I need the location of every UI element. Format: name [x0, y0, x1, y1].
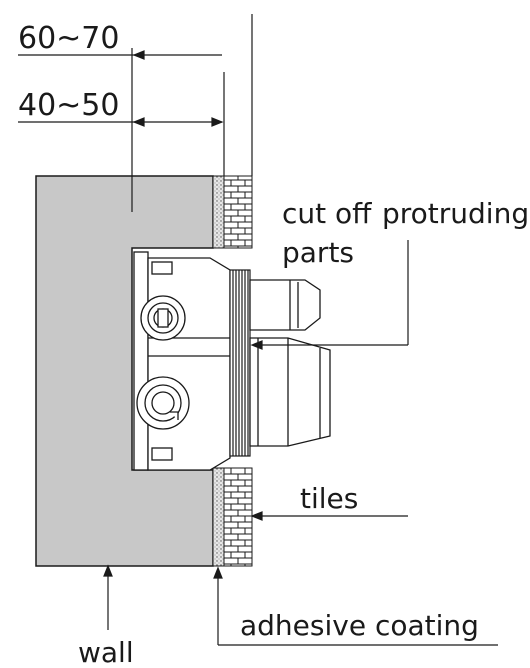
- leader-wall: [103, 564, 113, 630]
- lower-port: [136, 376, 190, 430]
- callout-wall: wall: [78, 636, 134, 668]
- adhesive-coating-upper: [212, 175, 225, 249]
- callout-adhesive-coating: adhesive coating: [240, 609, 479, 642]
- dimension-outer-range: 60~70: [18, 21, 119, 56]
- adhesive-coating-lower: [212, 467, 225, 567]
- dimension-lines: [18, 14, 253, 212]
- protruding-stem-upper: [249, 279, 321, 331]
- dimension-inner-range: 40~50: [18, 88, 119, 123]
- threaded-ring: [229, 269, 251, 457]
- tiles-upper: [223, 175, 253, 249]
- tiles-lower: [223, 467, 253, 567]
- callout-protruding: protruding: [382, 197, 529, 230]
- leader-tiles: [250, 511, 408, 521]
- leader-cut-off: [250, 240, 409, 350]
- callout-parts: parts: [282, 236, 354, 269]
- callout-tiles: tiles: [300, 482, 358, 515]
- upper-port: [140, 295, 186, 341]
- valve-body: [133, 251, 231, 471]
- protruding-cap-lower: [249, 337, 331, 447]
- callout-cut-off: cut off: [282, 197, 372, 230]
- leader-adhesive: [213, 566, 498, 646]
